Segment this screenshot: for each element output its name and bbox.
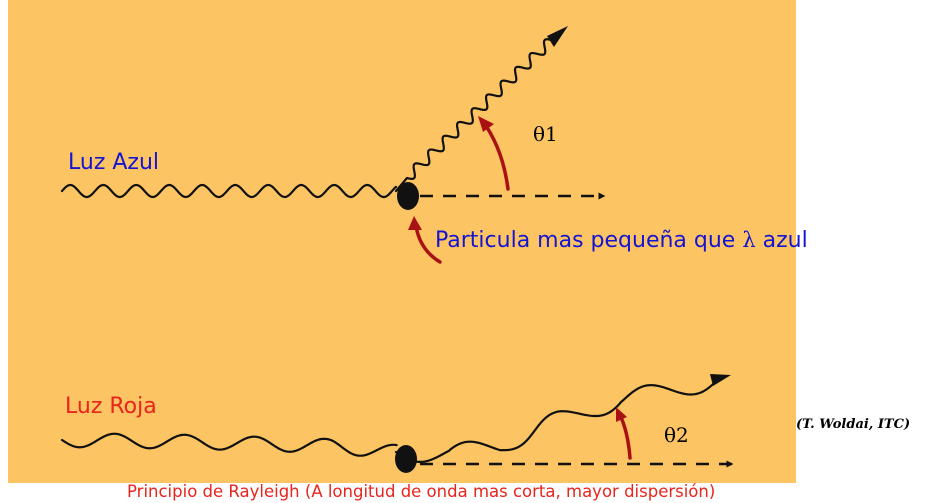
theta2-symbol: θ [664, 423, 677, 447]
blue-incoming-wave [60, 183, 398, 199]
blue-scattered-wave [394, 38, 554, 193]
red-scattering-particle [395, 445, 417, 473]
theta2-angle-arc [618, 413, 632, 460]
theta1-angle-arc [482, 121, 510, 191]
particle-description-prefix: Particula mas pequeña que [435, 228, 743, 253]
theta1-arc-arrowhead [478, 116, 494, 132]
red-scattered-arrowhead [710, 374, 731, 386]
theta2-label: θ2 [664, 425, 689, 445]
theta2-arc-arrowhead [616, 407, 627, 422]
particle-description: Particula mas pequeña que λ azul [435, 230, 808, 252]
red-scattered-wave [394, 378, 720, 463]
red-light-label: Luz Roja [65, 394, 157, 419]
theta1-label: θ1 [533, 124, 558, 144]
blue-scattered-arrowhead [547, 26, 568, 47]
particle-description-suffix: azul [755, 228, 808, 253]
theta1-symbol: θ [533, 122, 546, 146]
particle-pointer-arrowhead [408, 216, 422, 230]
diagram-caption: Principio de Rayleigh (A longitud de ond… [127, 482, 716, 501]
lambda-symbol: λ [742, 228, 756, 252]
diagram-background [8, 0, 796, 483]
theta2-index: 2 [676, 423, 689, 447]
blue-light-label: Luz Azul [68, 150, 160, 175]
theta1-index: 1 [545, 122, 558, 146]
red-incoming-wave [60, 432, 398, 457]
blue-scattering-particle [397, 182, 419, 210]
source-credit: (T. Woldai, ITC) [796, 417, 911, 432]
